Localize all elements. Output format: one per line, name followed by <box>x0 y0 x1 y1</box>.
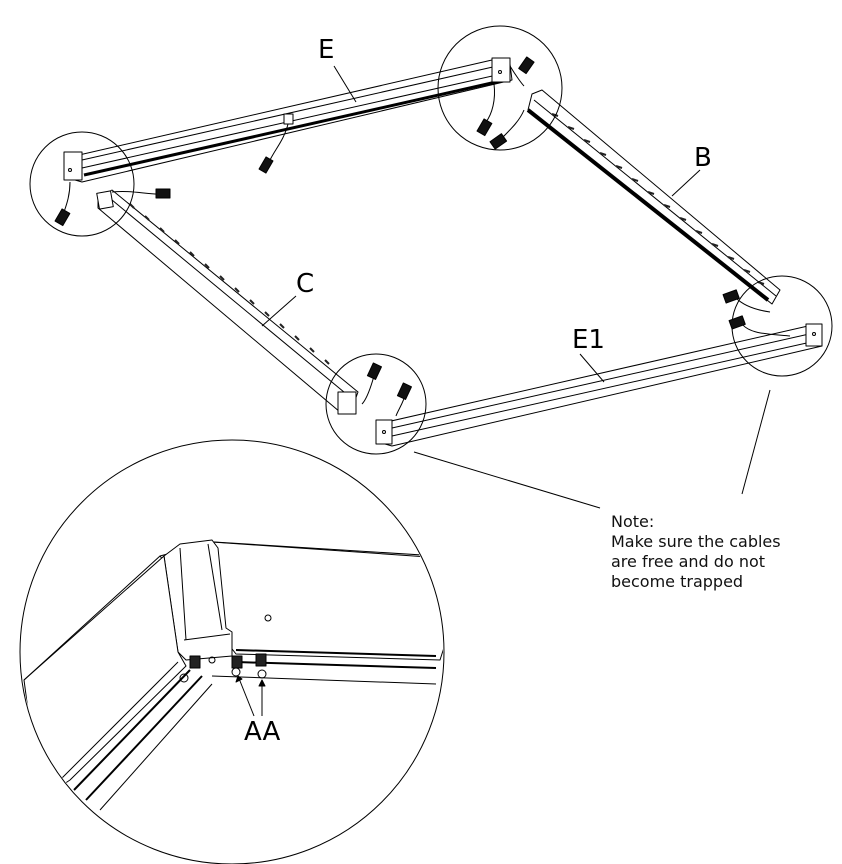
detail-circle-top-right <box>437 25 563 151</box>
rail-e <box>63 57 513 183</box>
note-line-1: Make sure the cables <box>611 532 781 551</box>
leader-lines <box>261 65 771 509</box>
label-rail-b: B <box>694 143 712 173</box>
cable-e-center <box>269 123 289 161</box>
label-fasteners-aa: AA <box>244 717 281 747</box>
detail-circle-top-left <box>29 131 135 237</box>
connector-e-center <box>258 156 274 174</box>
note-callout: Note: Make sure the cables are free and … <box>611 512 836 592</box>
rail-c <box>96 189 359 415</box>
note-line-2: are free and do not <box>611 552 766 571</box>
label-rail-e: E <box>318 35 334 65</box>
note-heading: Note: <box>611 512 655 531</box>
label-rail-c: C <box>296 269 314 299</box>
label-rail-e1: E1 <box>572 325 605 355</box>
zoom-detail <box>19 439 445 864</box>
rail-e1 <box>375 323 823 447</box>
note-line-3: become trapped <box>611 572 744 591</box>
connectors <box>54 56 746 400</box>
detail-circle-mid <box>325 353 427 455</box>
rail-b <box>526 89 781 305</box>
